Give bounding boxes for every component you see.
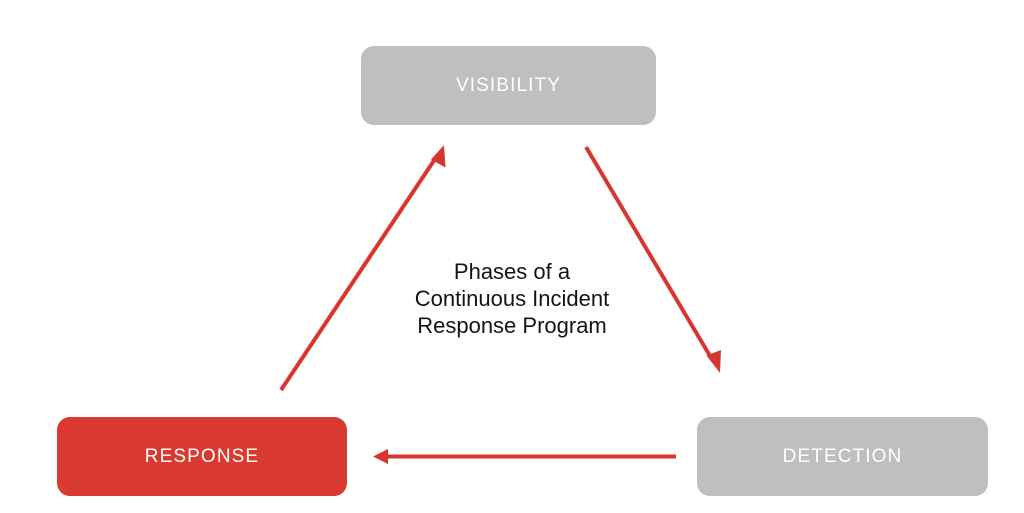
center-caption-line-2: Continuous Incident	[414, 286, 610, 311]
arrow-head-icon	[706, 350, 721, 373]
arrow-head-icon	[431, 145, 446, 168]
phase-node-response[interactable]: RESPONSE	[57, 417, 347, 496]
center-caption-line-3: Response Program	[417, 313, 607, 338]
center-caption-line-1: Phases of a	[453, 259, 571, 284]
phase-node-response-label: RESPONSE	[144, 446, 260, 467]
phase-node-detection-label: DETECTION	[782, 446, 903, 467]
arrow-head-icon	[373, 449, 388, 464]
center-caption: Phases of a Continuous Incident Response…	[372, 258, 652, 339]
phase-node-visibility-label: VISIBILITY	[456, 75, 561, 96]
arrow-detection-to-response	[373, 449, 676, 464]
phase-node-detection[interactable]: DETECTION	[697, 417, 988, 496]
phase-node-visibility[interactable]: VISIBILITY	[361, 46, 656, 125]
